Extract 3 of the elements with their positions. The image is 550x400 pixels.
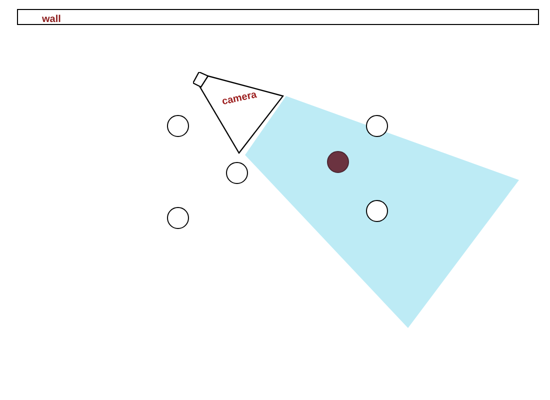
wall-label: wall (42, 15, 61, 25)
camera-label: camera (221, 90, 258, 108)
wall-bar (17, 9, 539, 25)
